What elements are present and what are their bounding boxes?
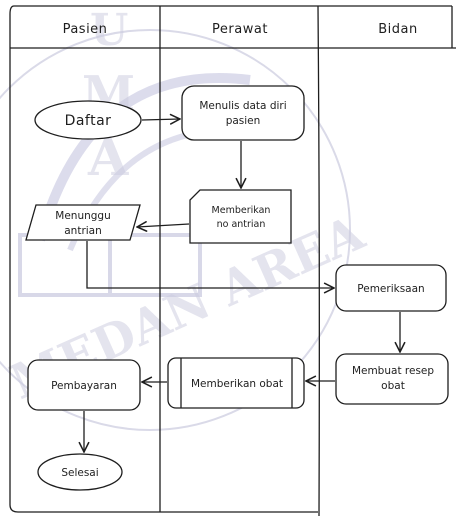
node-daftar-shape: [34, 100, 142, 140]
node-pemeriksaan-shape: [335, 264, 447, 312]
node-menunggu-label-1: Menunggu: [55, 210, 110, 222]
node-pembayaran-label: Pembayaran: [51, 380, 117, 392]
node-membuat-shape: [335, 353, 449, 405]
node-membuat-label-1: Membuat resep: [352, 365, 434, 377]
node-menulis-label-2: pasien: [226, 115, 261, 127]
node-menulis-shape: [181, 85, 305, 141]
node-membuat-label-2: obat: [381, 380, 405, 392]
arrow-menunggu-to-pemeriksaan: [86, 241, 334, 288]
node-menunggu-label-2: antrian: [64, 225, 102, 237]
lane-header-pasien: Pasien: [63, 22, 108, 37]
node-memberikan-no-shape: [189, 189, 292, 244]
node-pemeriksaan-label: Pemeriksaan: [357, 283, 424, 295]
lane-header-perawat: Perawat: [212, 22, 268, 37]
lane-header-bidan: Bidan: [378, 22, 418, 37]
lane-divider-2: [317, 5, 320, 516]
node-daftar-label: Daftar: [65, 113, 112, 129]
node-memberikan-no-label-2: no antrian: [217, 219, 266, 230]
node-selesai-label: Selesai: [61, 467, 98, 479]
lane-divider-1: [159, 5, 162, 513]
node-memberikan-obat-shape: [167, 357, 305, 409]
node-pembayaran-shape: [27, 359, 141, 411]
node-memberikan-no-label-1: Memberikan: [212, 205, 271, 216]
node-selesai-shape: [37, 453, 123, 491]
swimlane-frame: [9, 5, 456, 516]
seal-outer-ring: [0, 29, 351, 431]
node-menunggu-shape: [25, 204, 141, 241]
arrow-daftar-to-menulis: [141, 119, 180, 120]
arrow-memberikan-no-to-menunggu: [137, 224, 190, 227]
node-memberikan-obat-label: Memberikan obat: [191, 378, 283, 390]
frame-left-bottom: [9, 5, 318, 513]
node-menulis-label-1: Menulis data diri: [199, 100, 286, 112]
